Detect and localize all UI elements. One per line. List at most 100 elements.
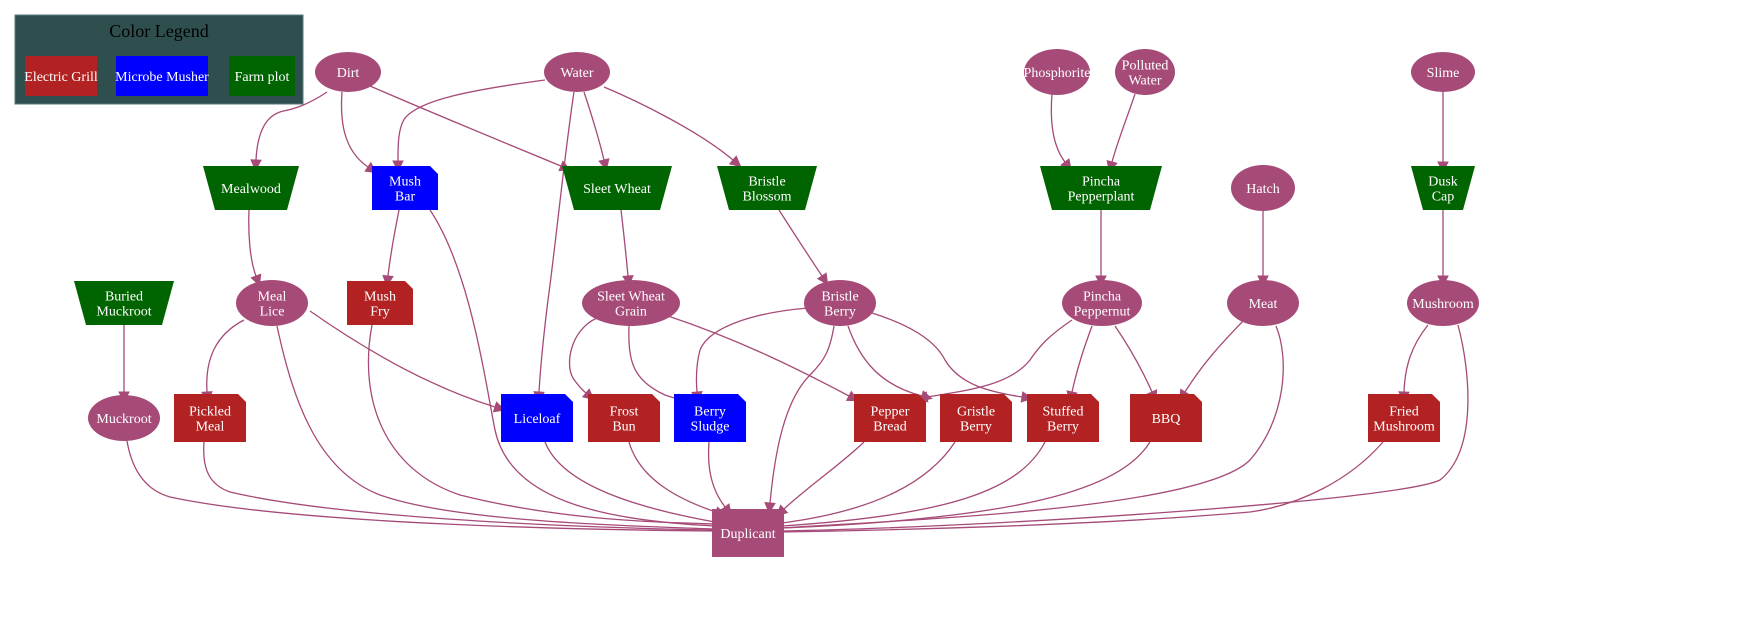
node-label: Duplicant <box>720 527 775 542</box>
node-mealwood[interactable]: Mealwood <box>203 166 299 210</box>
node-shape <box>1231 165 1295 211</box>
edge-meal-lice-to-liceloaf <box>309 310 506 413</box>
edge-pincha-peppernut-to-stuffed-berry <box>1066 325 1093 403</box>
edge-mush-bar-to-duplicant <box>429 209 727 532</box>
edge-liceloaf-to-duplicant <box>544 441 726 528</box>
node-shape <box>582 280 680 326</box>
edge-water-to-mush-bar <box>392 79 546 173</box>
node-shape <box>588 394 660 442</box>
node-label: Cap <box>1432 190 1455 205</box>
node-label: Mush <box>364 290 396 305</box>
edge-line <box>781 441 1384 533</box>
node-label: Bread <box>873 420 906 435</box>
legend-item-farm-plot: Farm plot <box>229 56 295 96</box>
node-dirt[interactable]: Dirt <box>315 52 381 92</box>
edge-line <box>620 209 629 277</box>
edge-line <box>255 91 328 161</box>
node-label: Bristle <box>748 175 785 190</box>
node-mushroom[interactable]: Mushroom <box>1407 280 1479 326</box>
legend-swatch-farm-plot <box>229 56 295 96</box>
edge-water-to-sleet-wheat <box>583 91 610 171</box>
edge-bristle-berry-to-stuffed-berry <box>871 312 1033 403</box>
edge-line <box>871 312 1023 398</box>
node-sleet-wheat[interactable]: Sleet Wheat <box>562 166 672 210</box>
node-duplicant[interactable]: Duplicant <box>712 509 784 557</box>
node-water[interactable]: Water <box>544 52 610 92</box>
node-label: Muckroot <box>96 305 151 320</box>
node-label: Water <box>1128 74 1161 89</box>
edge-line <box>276 325 716 530</box>
edge-sleet-wheat-grain-to-berry-sludge <box>628 325 688 405</box>
edge-line <box>778 209 823 277</box>
node-phosphorite[interactable]: Phosphorite <box>1024 49 1091 95</box>
legend-label-microbe-musher: Microbe Musher <box>115 70 209 85</box>
node-muckroot[interactable]: Muckroot <box>88 395 160 441</box>
node-shape <box>1411 166 1475 210</box>
node-label: Pepper <box>871 405 910 420</box>
edge-buried-muckroot-to-muckroot <box>118 325 130 404</box>
edge-line <box>847 325 923 397</box>
edge-line <box>429 209 716 527</box>
node-label: Peppernut <box>1074 305 1131 320</box>
edge-meat-to-bbq <box>1179 319 1245 402</box>
node-label: Gristle <box>957 405 995 420</box>
node-bbq[interactable]: BBQ <box>1130 394 1202 442</box>
node-label: Fried <box>1389 405 1419 420</box>
node-label: Meal <box>196 420 225 435</box>
edge-line <box>248 209 257 277</box>
node-shape <box>315 52 381 92</box>
edge-polluted-water-to-pincha-pepperplant <box>1106 93 1136 173</box>
node-hatch[interactable]: Hatch <box>1231 165 1295 211</box>
node-shape <box>1227 280 1299 326</box>
edge-line <box>781 324 1469 532</box>
edge-hatch-to-meat <box>1257 210 1269 288</box>
arrowhead-icon <box>816 272 829 286</box>
node-label: Mush <box>389 175 421 190</box>
node-meat[interactable]: Meat <box>1227 280 1299 326</box>
node-label: Berry <box>824 305 856 320</box>
node-slime[interactable]: Slime <box>1411 52 1475 92</box>
node-shape <box>544 52 610 92</box>
edge-phosphorite-to-pincha-pepperplant <box>1050 92 1072 171</box>
node-shape <box>1115 49 1175 95</box>
node-shape <box>1411 52 1475 92</box>
node-shape <box>1024 49 1090 95</box>
node-label: Muckroot <box>96 412 151 427</box>
node-label: Mealwood <box>221 182 281 197</box>
legend-label-farm-plot: Farm plot <box>235 70 290 85</box>
node-label: Polluted <box>1122 59 1169 74</box>
edge-line <box>544 441 716 523</box>
node-shape <box>1407 280 1479 326</box>
edge-muckroot-to-duplicant <box>126 440 727 537</box>
node-shape <box>1027 394 1099 442</box>
node-label: Fry <box>370 305 389 320</box>
node-liceloaf[interactable]: Liceloaf <box>501 394 573 442</box>
edge-bristle-berry-to-gristle-berry <box>847 325 933 402</box>
edge-meal-lice-to-pickled-meal <box>201 319 245 404</box>
node-shape <box>717 166 817 210</box>
node-label: Phosphorite <box>1024 66 1091 81</box>
edge-line <box>781 441 956 524</box>
edge-gristle-berry-to-duplicant <box>770 441 956 529</box>
node-shape <box>562 166 672 210</box>
edge-line <box>203 441 716 531</box>
